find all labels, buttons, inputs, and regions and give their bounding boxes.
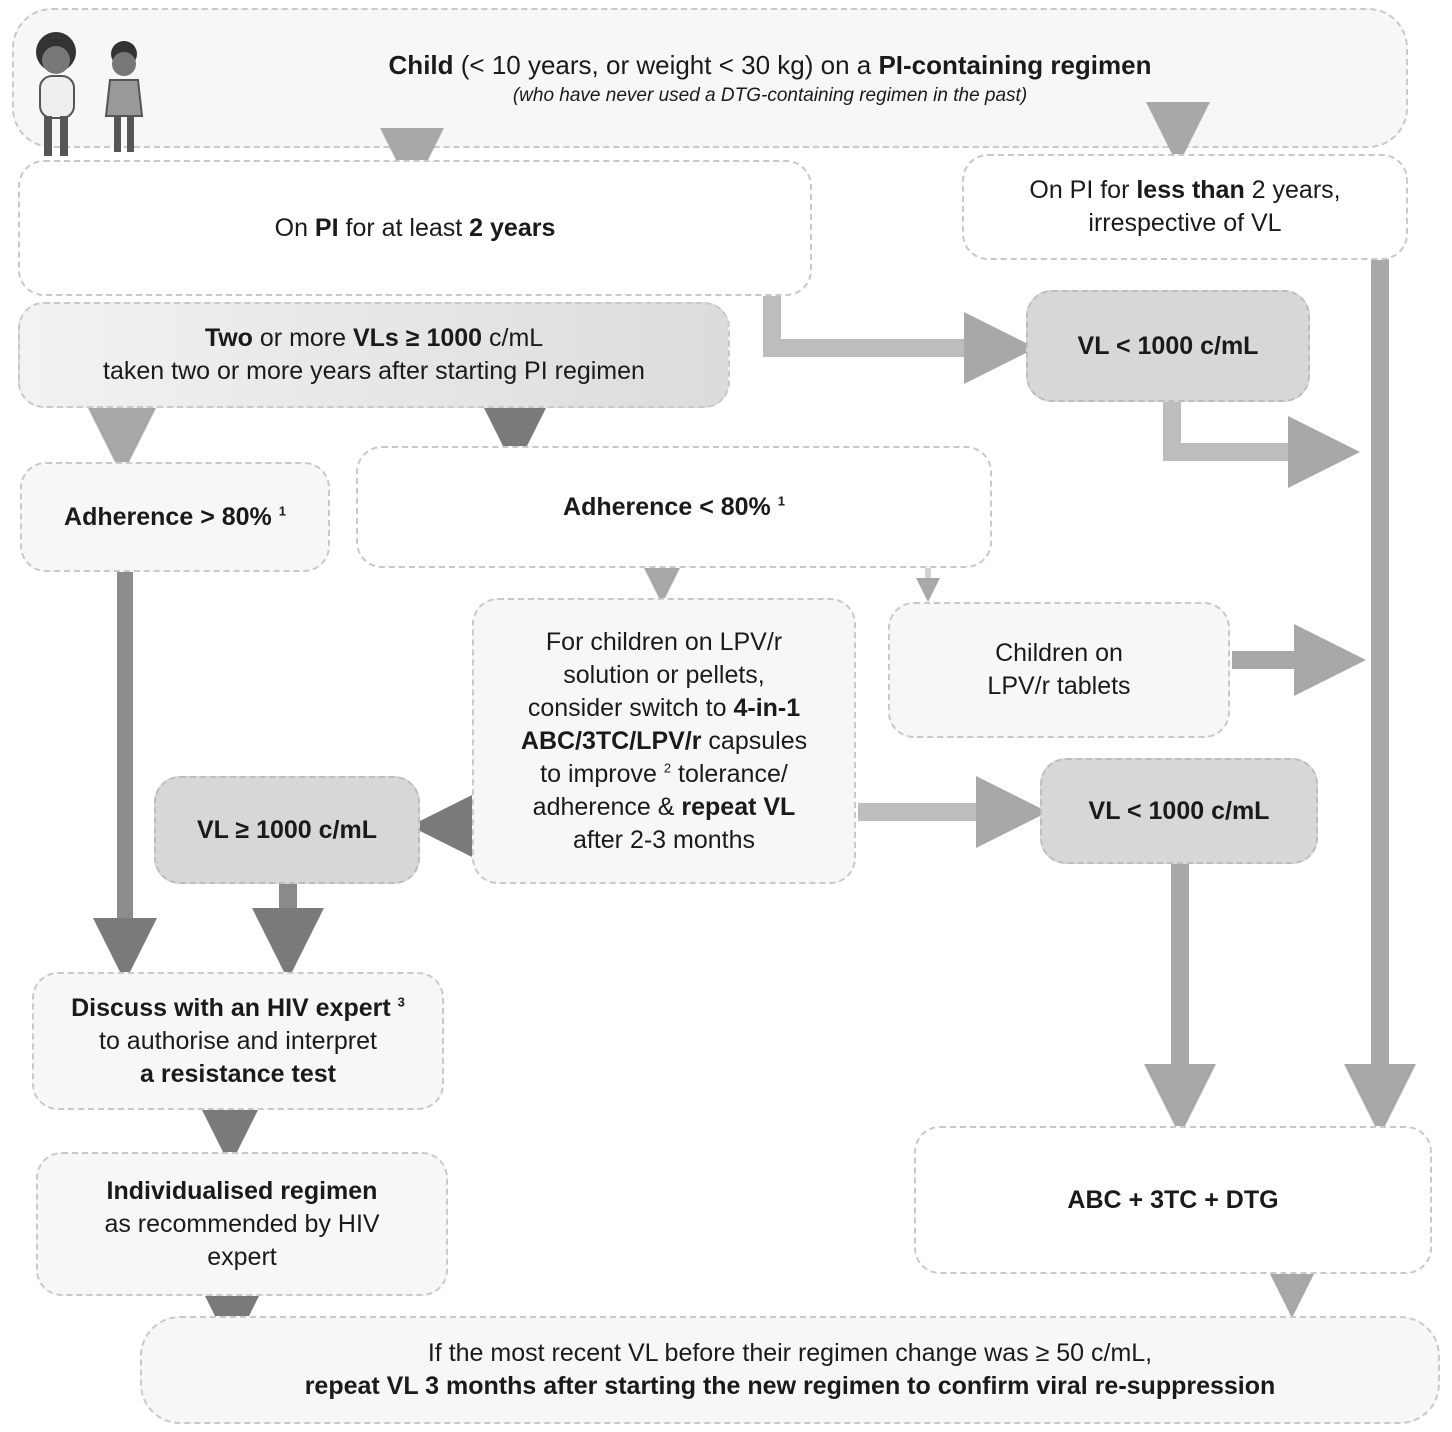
two-or-more-vls-box: Two or more VLs ≥ 1000 c/mL taken two or… bbox=[18, 302, 730, 408]
header-box: Child (< 10 years, or weight < 30 kg) on… bbox=[12, 8, 1408, 148]
vl-less-1000-top-text: VL < 1000 c/mL bbox=[1077, 331, 1259, 360]
adherence-gt-80-box: Adherence > 80% 1 bbox=[20, 462, 330, 572]
vl-less-1000-top-box: VL < 1000 c/mL bbox=[1026, 290, 1310, 402]
arrow-vl-top-to-channel bbox=[1163, 400, 1360, 488]
individualised-regimen-box: Individualised regimen as recommended by… bbox=[36, 1152, 448, 1296]
vl-less-1000-mid-box: VL < 1000 c/mL bbox=[1040, 758, 1318, 864]
header-subtitle: (who have never used a DTG-containing re… bbox=[512, 84, 1028, 106]
header-title: Child (< 10 years, or weight < 30 kg) on… bbox=[388, 50, 1152, 81]
adherence-lt-80-text: Adherence < 80% 1 bbox=[563, 492, 785, 521]
lpv-tablets-box: Children on LPV/r tablets bbox=[888, 602, 1230, 738]
lpv-solution-box: For children on LPV/r solution or pellet… bbox=[472, 598, 856, 884]
adherence-gt-80-text: Adherence > 80% 1 bbox=[64, 502, 286, 531]
pi-at-least-text: On PI for at least 2 years bbox=[274, 213, 556, 242]
pi-less-line2: irrespective of VL bbox=[1088, 209, 1282, 237]
pi-less-than-2-years-box: On PI for less than 2 years, irrespectiv… bbox=[962, 154, 1408, 260]
vl-ge-1000-box: VL ≥ 1000 c/mL bbox=[154, 776, 420, 884]
abc-3tc-dtg-box: ABC + 3TC + DTG bbox=[914, 1126, 1432, 1274]
two-vls-line1: Two or more VLs ≥ 1000 c/mL bbox=[204, 324, 544, 352]
children-illustration bbox=[36, 32, 144, 156]
adherence-lt-80-box: Adherence < 80% 1 bbox=[356, 446, 992, 568]
two-vls-line2: taken two or more years after starting P… bbox=[103, 357, 645, 385]
discuss-hiv-expert-box: Discuss with an HIV expert 3 to authoris… bbox=[32, 972, 444, 1110]
pi-less-line1: On PI for less than 2 years, bbox=[1029, 176, 1341, 204]
footer-box: If the most recent VL before their regim… bbox=[140, 1316, 1440, 1424]
pi-at-least-2-years-box: On PI for at least 2 years bbox=[18, 160, 812, 296]
